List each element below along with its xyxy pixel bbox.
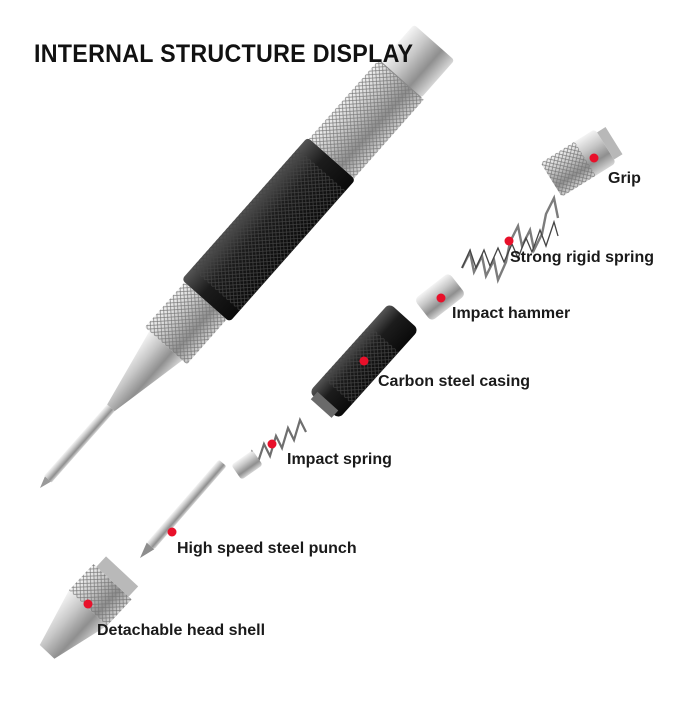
strong-spring-label: Strong rigid spring: [510, 249, 654, 266]
punch-marker: [167, 527, 177, 537]
punch-label: High speed steel punch: [177, 540, 357, 557]
impact-hammer-label: Impact hammer: [452, 305, 571, 322]
head-shell-label: Detachable head shell: [97, 622, 266, 639]
casing-marker: [359, 356, 369, 366]
head-shell-part: [39, 556, 139, 659]
page-title: INTERNAL STRUCTURE DISPLAY: [34, 40, 414, 68]
head-shell-marker: [83, 599, 93, 609]
grip-marker: [589, 153, 599, 163]
strong-spring-marker: [504, 236, 514, 246]
steel-punch-part: [140, 460, 226, 558]
grip-label: Grip: [608, 170, 641, 187]
impact-spring-part: [232, 417, 307, 479]
impact-spring-label: Impact spring: [287, 451, 392, 468]
assembled-center-punch: [40, 25, 454, 488]
part-markers: [83, 153, 599, 609]
impact-hammer-marker: [436, 293, 446, 303]
grip-part: [540, 127, 623, 197]
impact-spring-marker: [267, 439, 277, 449]
casing-label: Carbon steel casing: [378, 373, 531, 390]
